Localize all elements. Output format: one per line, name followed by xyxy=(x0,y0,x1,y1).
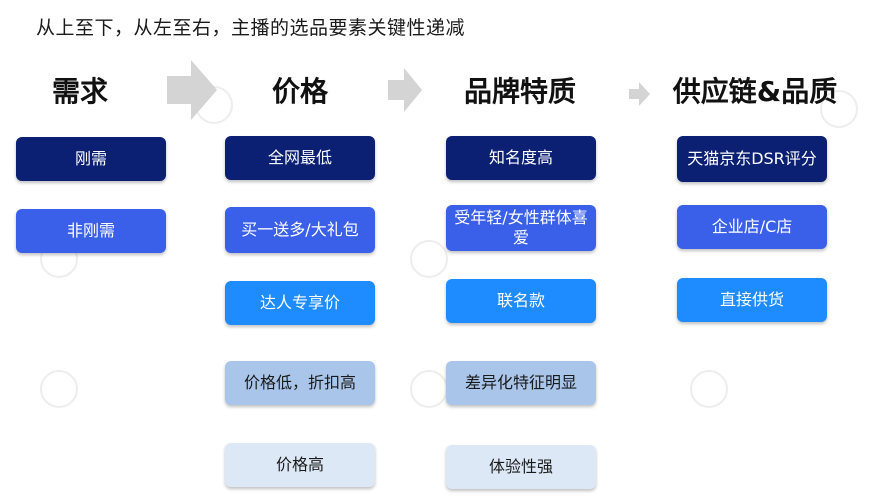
demand-item: 刚需 xyxy=(16,137,166,181)
price-item: 全网最低 xyxy=(225,136,375,180)
watermark-icon xyxy=(40,370,78,408)
watermark-icon xyxy=(690,370,728,408)
watermark-icon xyxy=(410,240,448,278)
watermark-icon xyxy=(410,370,448,408)
price-item: 买一送多/大礼包 xyxy=(225,207,375,253)
arrow-right-icon xyxy=(167,60,217,120)
brand-item: 体验性强 xyxy=(446,445,596,489)
heading-price: 价格 xyxy=(271,75,328,108)
price-item: 价格高 xyxy=(225,443,375,487)
heading-demand: 需求 xyxy=(51,75,108,108)
brand-item: 知名度高 xyxy=(446,136,596,180)
brand-item: 联名款 xyxy=(446,279,596,323)
supply-item: 直接供货 xyxy=(677,278,827,322)
page-subtitle: 从上至下，从左至右，主播的选品要素关键性递减 xyxy=(36,17,466,39)
arrow-right-icon xyxy=(388,68,422,112)
brand-item: 差异化特征明显 xyxy=(446,361,596,405)
watermark-icon xyxy=(820,90,858,128)
heading-brand: 品牌特质 xyxy=(463,75,576,108)
brand-item: 受年轻/女性群体喜爱 xyxy=(446,205,596,251)
arrow-right-icon xyxy=(629,82,650,106)
demand-item: 非刚需 xyxy=(16,209,166,253)
heading-supply: 供应链&品质 xyxy=(672,75,838,108)
supply-item: 企业店/C店 xyxy=(677,205,827,249)
supply-item: 天猫京东DSR评分 xyxy=(677,136,827,182)
price-item: 达人专享价 xyxy=(225,281,375,325)
price-item: 价格低，折扣高 xyxy=(225,361,375,405)
